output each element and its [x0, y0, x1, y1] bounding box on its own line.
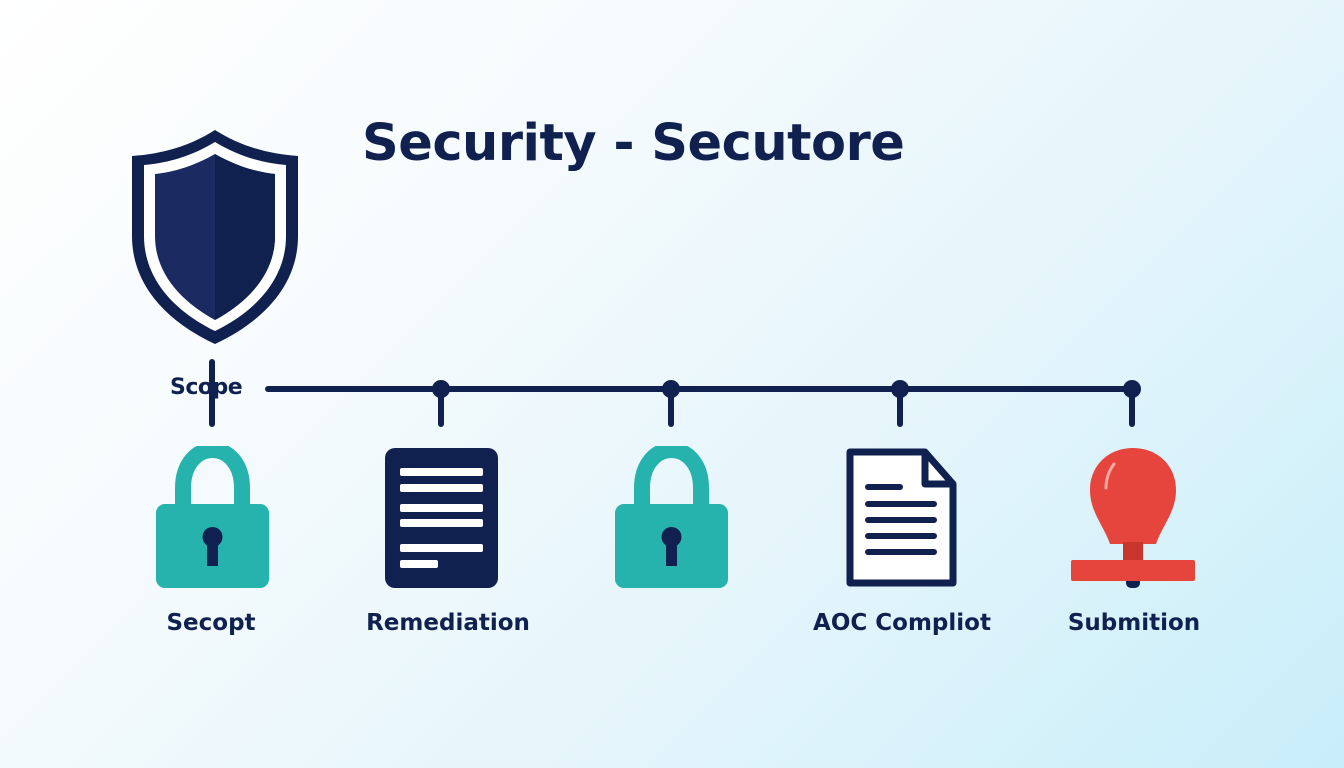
timeline-node: [891, 380, 909, 427]
timeline-node: [1123, 380, 1141, 427]
step-label-1: Secopt: [166, 610, 256, 636]
timeline: [209, 359, 1141, 427]
step-label-4: AOC Compliot: [813, 610, 991, 636]
page-title: Security - Secutore: [362, 114, 905, 173]
shield-icon: [132, 130, 298, 344]
step-label-2: Remediation: [366, 610, 530, 636]
timeline-node: [662, 380, 680, 427]
file-icon: [846, 448, 957, 587]
timeline-node: [432, 380, 450, 427]
stamp-icon: [1071, 448, 1195, 588]
padlock-icon: [615, 446, 728, 588]
scope-label: Scope: [170, 375, 243, 400]
padlock-icon: [156, 446, 269, 588]
step-label-5: Submition: [1067, 610, 1201, 636]
document-icon: [385, 448, 498, 588]
